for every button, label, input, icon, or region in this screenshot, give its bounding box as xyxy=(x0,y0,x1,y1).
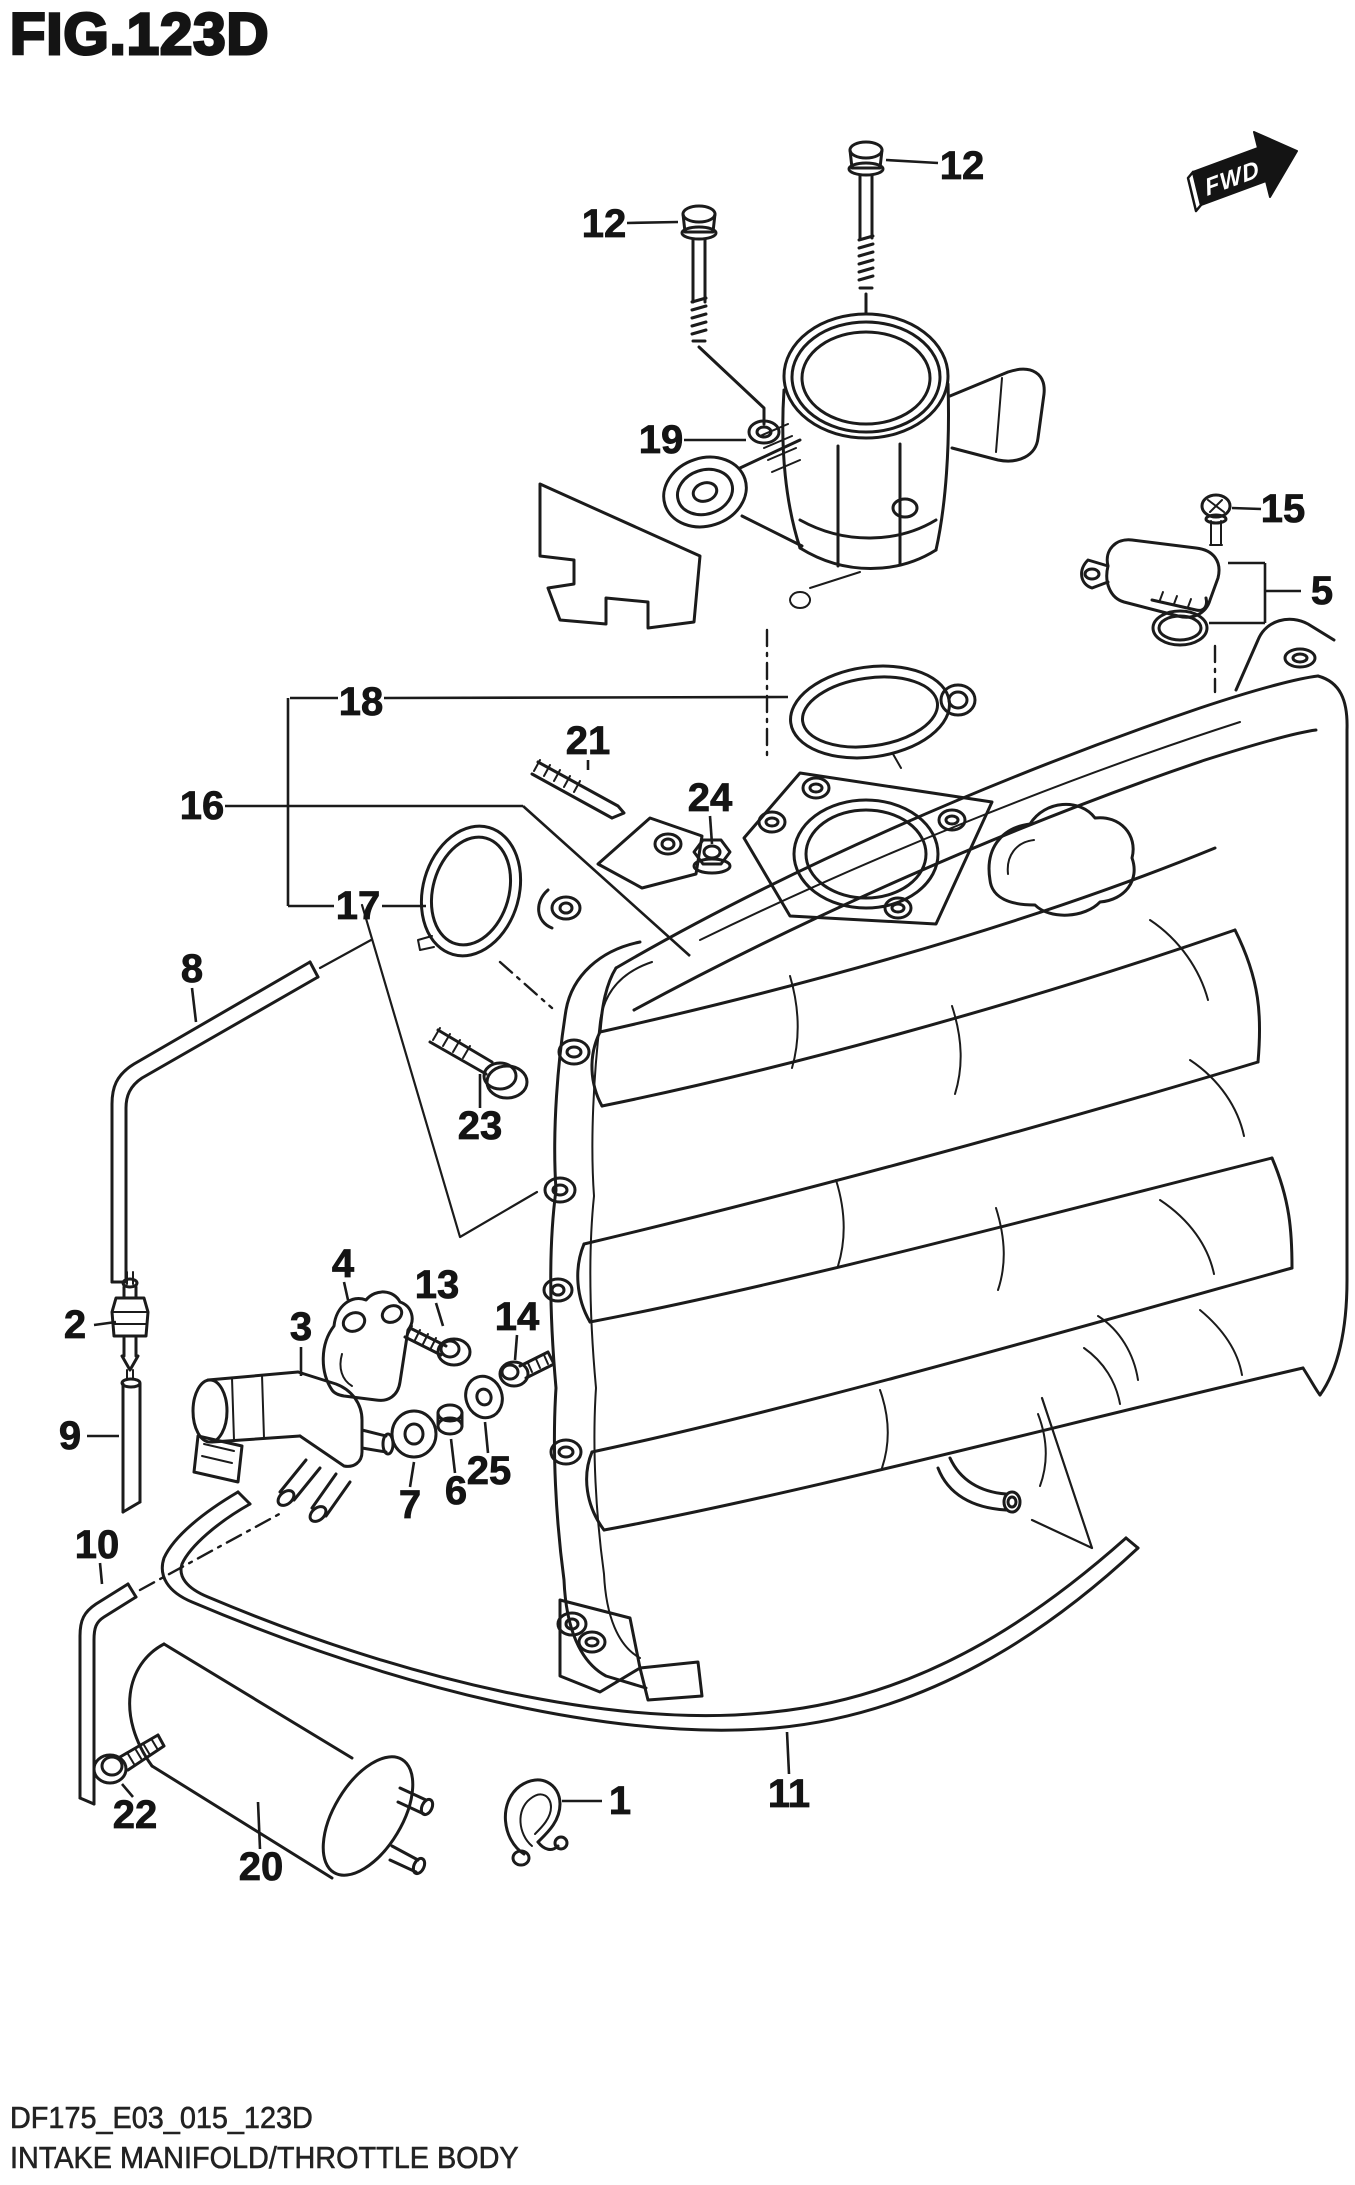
part-label-14: 14 xyxy=(495,1295,540,1339)
leader-line-24 xyxy=(708,815,714,845)
part-label-15: 15 xyxy=(1261,487,1306,531)
intake-manifold-drawing xyxy=(537,617,1349,1702)
part-label-16: 16 xyxy=(180,784,225,828)
part-label-24: 24 xyxy=(688,776,733,820)
throttle-body-drawing xyxy=(538,312,1046,630)
bolt-22-drawing xyxy=(92,1733,166,1785)
leader-line-2 xyxy=(93,1320,117,1327)
leader-line-13 xyxy=(434,1302,445,1327)
leader-line-18 xyxy=(383,695,789,700)
spacer-6-drawing xyxy=(436,1403,464,1436)
leader-line-25 xyxy=(483,1421,490,1454)
bolt-23-drawing xyxy=(428,1027,529,1100)
nut-24-drawing xyxy=(692,838,732,875)
washer-25-drawing xyxy=(464,1374,504,1420)
part-label-20: 20 xyxy=(239,1845,284,1889)
bolt-12-right-drawing xyxy=(847,140,885,316)
screw-13-drawing xyxy=(403,1325,472,1367)
part-label-8: 8 xyxy=(181,947,203,991)
manifold-flange-drawing xyxy=(742,771,994,926)
hose-9-drawing xyxy=(120,1377,142,1514)
part-label-7: 7 xyxy=(399,1483,421,1527)
leader-line-10 xyxy=(98,1562,104,1585)
clip-1-drawing xyxy=(504,1778,569,1867)
diagram-artwork xyxy=(78,131,1349,1880)
leader-line-4 xyxy=(342,1281,350,1301)
leader-line-12 xyxy=(626,220,679,225)
leader-line-14 xyxy=(513,1334,519,1361)
gasket-18-drawing xyxy=(789,664,977,769)
hose-11-drawing xyxy=(160,1490,1140,1732)
screw-14-drawing xyxy=(498,1350,556,1388)
leader-line-12 xyxy=(885,158,939,165)
part-label-17: 17 xyxy=(336,884,381,928)
footer-caption: INTAKE MANIFOLD/THROTTLE BODY xyxy=(10,2141,519,2175)
hose-10-drawing xyxy=(78,1582,138,1806)
part-label-5: 5 xyxy=(1311,569,1333,613)
part-label-21: 21 xyxy=(566,719,611,763)
part-label-23: 23 xyxy=(458,1104,503,1148)
part-label-18: 18 xyxy=(339,680,384,724)
part-label-4: 4 xyxy=(332,1242,355,1286)
bracket-4-drawing xyxy=(321,1290,414,1402)
leader-line-16 xyxy=(522,805,691,957)
part-label-12: 12 xyxy=(940,144,985,188)
leader-line-22 xyxy=(121,1783,134,1798)
part-label-12: 12 xyxy=(582,202,627,246)
leader-line-11 xyxy=(785,1731,791,1775)
grommet-7-drawing xyxy=(390,1409,438,1459)
part-label-11: 11 xyxy=(768,1772,810,1816)
leader-line-8 xyxy=(190,987,198,1023)
part-label-22: 22 xyxy=(113,1793,158,1837)
part-label-9: 9 xyxy=(59,1414,81,1458)
solenoid-valve-3-drawing xyxy=(191,1370,395,1523)
leader-line-20 xyxy=(256,1801,262,1850)
canister-20-drawing xyxy=(128,1642,435,1880)
hose-8-drawing xyxy=(110,960,320,1284)
check-valve-2-drawing xyxy=(110,1271,150,1379)
footer-drawing-code: DF175_E03_015_123D xyxy=(10,2101,313,2135)
part-label-19: 19 xyxy=(639,418,684,462)
bolt-12-left-drawing xyxy=(680,204,766,426)
part-label-2: 2 xyxy=(64,1303,86,1347)
leader-line-7 xyxy=(408,1461,416,1488)
part-label-3: 3 xyxy=(290,1305,312,1349)
sensor-5-drawing xyxy=(1080,493,1232,647)
part-label-10: 10 xyxy=(75,1523,120,1567)
stud-21-drawing xyxy=(530,759,626,820)
part-label-25: 25 xyxy=(467,1449,512,1493)
part-label-13: 13 xyxy=(415,1263,460,1307)
figure-title: FIG.123D xyxy=(10,2,269,67)
part-label-6: 6 xyxy=(445,1469,467,1513)
part-label-1: 1 xyxy=(609,1779,631,1823)
gasket-17-drawing xyxy=(417,824,523,958)
leader-line-6 xyxy=(449,1438,457,1474)
leader-line-15 xyxy=(1231,506,1262,511)
fwd-arrow-icon xyxy=(1186,131,1298,213)
